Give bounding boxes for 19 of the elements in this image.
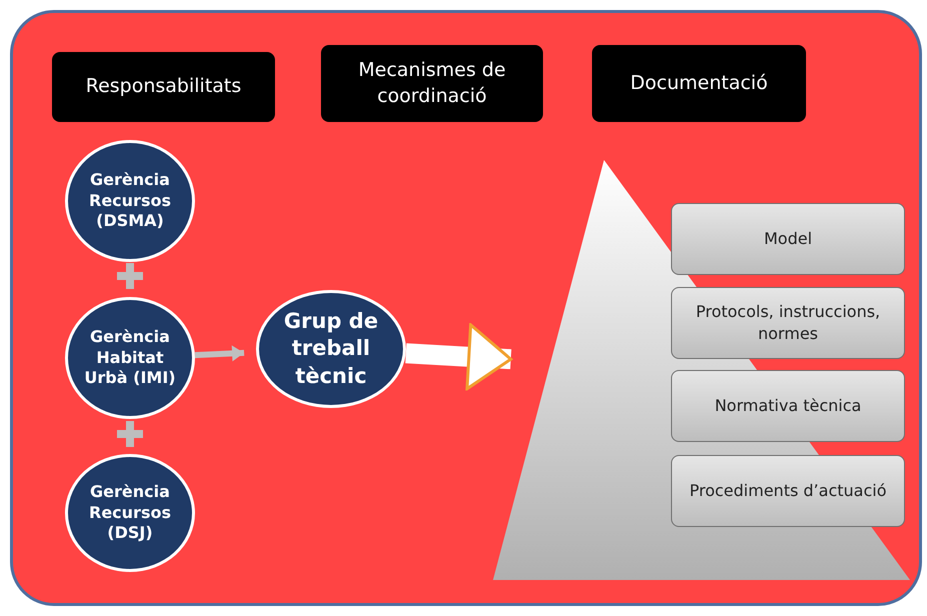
header-box xyxy=(321,45,543,122)
node-label: Normativa tècnica xyxy=(714,395,862,417)
node-label: Gerència Habitat Urbà (IMI) xyxy=(83,326,177,390)
layer-box xyxy=(671,287,905,359)
node-label: Responsabilitats xyxy=(86,74,242,100)
node-label: Protocols, instruccions, normes xyxy=(694,301,882,345)
header-box xyxy=(592,45,806,122)
layer-box xyxy=(671,370,905,442)
node-label: Mecanismes de coordinació xyxy=(357,58,507,108)
arrow xyxy=(194,345,244,362)
node-label: Gerència Recursos (DSMA) xyxy=(88,170,172,232)
node-label: Model xyxy=(764,228,812,250)
node-label: Procediments d’actuació xyxy=(690,480,886,502)
node-label: Grup de treball tècnic xyxy=(282,308,380,390)
header-box xyxy=(52,52,275,122)
node-label: Documentació xyxy=(630,70,768,96)
layer-box xyxy=(671,203,905,275)
block-arrow xyxy=(405,323,512,390)
node-label: Gerència Recursos (DSJ) xyxy=(88,482,172,544)
